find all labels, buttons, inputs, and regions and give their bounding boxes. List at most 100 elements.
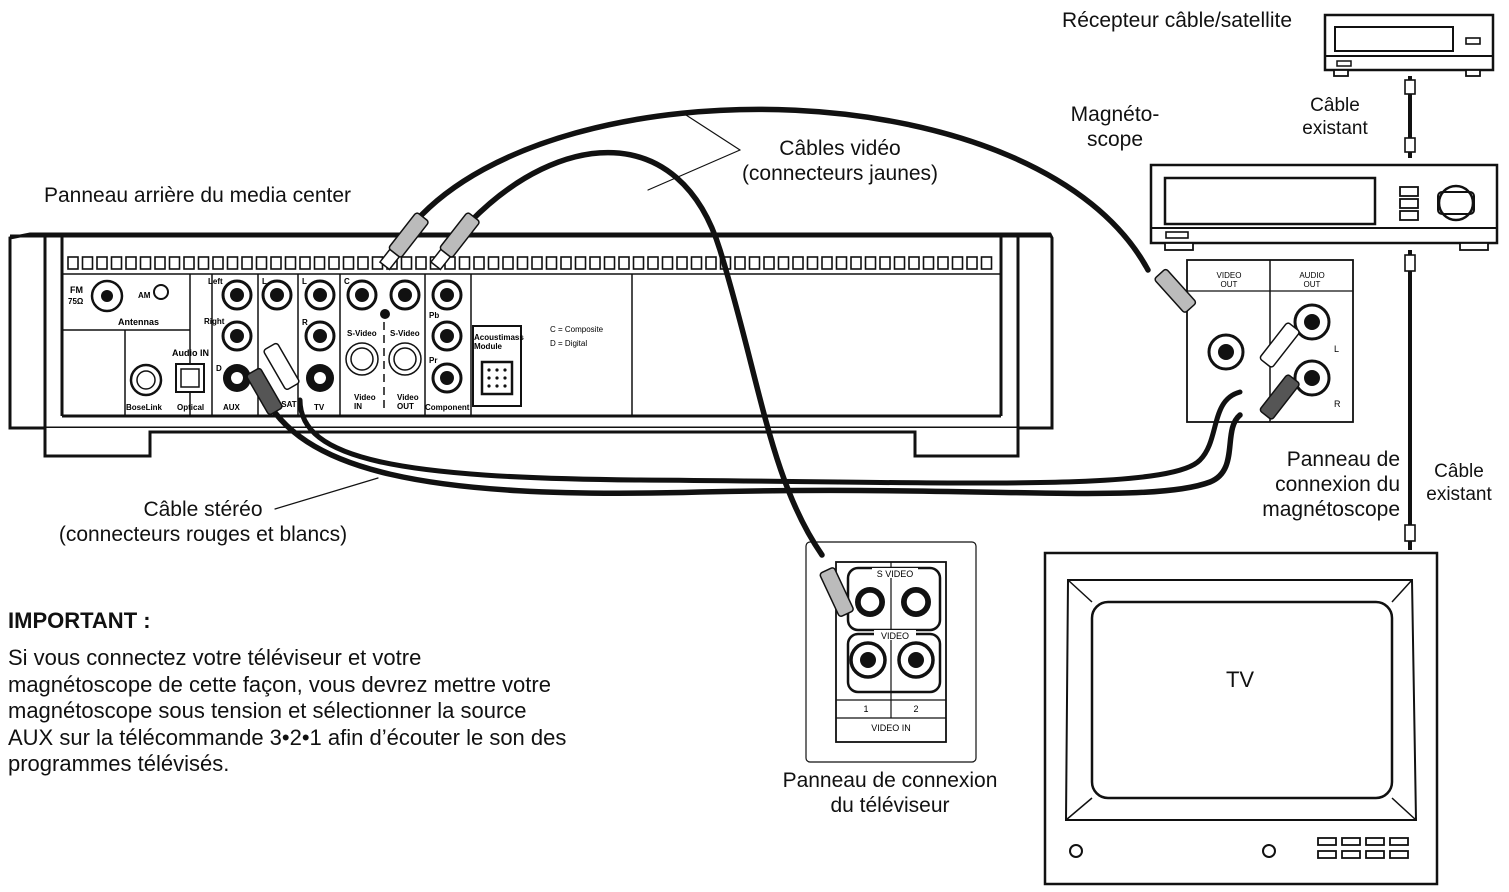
vent-slot [545,256,558,270]
fm-label: FM [70,285,83,295]
television [1043,551,1439,886]
vent-slot [212,256,224,270]
vent-slot [835,256,848,270]
svg-text:L: L [1334,344,1339,354]
existing-cable-right-label: Câble existant [1426,461,1492,505]
vent-slot [763,256,775,270]
vent-slot [342,256,355,270]
vent-slot [241,256,253,270]
vent-slot [589,256,601,270]
vent-slot [806,256,819,270]
vent-slot [328,256,340,270]
svg-text:C: C [344,277,350,286]
boselink-label: BoseLink [126,403,163,412]
vent-slot [255,256,268,270]
vent-slot [139,256,152,270]
vent-slot [850,256,862,270]
media-center-rear-label: Panneau arrière du media center [44,184,352,207]
vent-slot [502,256,514,270]
vent-slot [125,256,137,270]
svg-text:R: R [1334,399,1341,409]
vent-slot [661,256,674,270]
vent-slot [96,256,108,270]
vent-slot [516,256,529,270]
tv-input-label: TV [314,403,325,412]
vent-slot [67,256,79,270]
vent-slot [458,256,471,270]
vent-slot [226,256,239,270]
vent-slot [574,256,587,270]
vent-slot [980,256,993,270]
vent-slot [951,256,964,270]
vent-slot [81,256,94,270]
component-label: Component [425,403,470,412]
vent-slot [908,256,920,270]
svg-text:S-Video: S-Video [390,329,420,338]
svg-text:S-Video: S-Video [347,329,377,338]
vent-slot [313,256,326,270]
vent-slot [560,256,572,270]
vent-slot [284,256,297,270]
plugs [246,212,1300,617]
am-label: AM [138,291,151,300]
important-text: Si vous connectez votre téléviseur et vo… [8,645,567,776]
svg-text:2: 2 [913,704,918,714]
d-label-aux: D [216,364,222,373]
vent-slot [110,256,123,270]
vent-slot [154,256,166,270]
antennas-label: Antennas [118,317,159,327]
vent-slot [299,256,311,270]
vent-slot [893,256,906,270]
vcr-connection-panel-label: Panneau de connexion du magnétoscope [1262,448,1400,521]
vent-slot [603,256,616,270]
vent-slot [966,256,978,270]
vent-slot [357,256,369,270]
vent-slot [197,256,210,270]
vent-slot [922,256,935,270]
aux-label: AUX [223,403,241,412]
vent-slot [647,256,659,270]
vent-slot [618,256,630,270]
svg-text:Pb: Pb [429,311,439,320]
vent-slot [168,256,181,270]
media-center-rear-panel: FM 75Ω AM Antennas BoseLink Optical Audi… [8,232,1054,458]
vent-slot [937,256,949,270]
vent-slot [734,256,746,270]
tv-label: TV [1225,667,1255,692]
svg-text:1: 1 [863,704,868,714]
fm-ohm-label: 75Ω [68,297,84,306]
tv-connection-panel-label: Panneau de connexion du téléviseur [782,769,998,817]
important-title: IMPORTANT : [8,608,151,633]
vent-slot [487,256,500,270]
vcr [1149,163,1499,251]
vent-slot [821,256,833,270]
tv-svideo-label: S VIDEO [877,569,914,579]
left-label: Left [208,277,223,286]
vent-slot [676,256,688,270]
optical-label: Optical [177,403,204,412]
vent-slot [705,256,717,270]
vent-slot [400,256,413,270]
cables [259,106,1243,558]
vent-slot [415,256,427,270]
vent-slot [748,256,761,270]
svg-text:L: L [302,277,307,286]
vent-slot [473,256,485,270]
vent-slot [879,256,891,270]
video-cables-label: Câbles vidéo (connecteurs jaunes) [741,137,939,185]
tv-video-in-label: VIDEO IN [871,723,911,733]
tv-video-label: VIDEO [881,631,909,641]
stereo-cable-label: Câble stéréo (connecteurs rouges et blan… [58,498,348,546]
svg-text:R: R [302,318,308,327]
existing-cable-top-label: Câble existant [1302,95,1368,139]
cable-sat-receiver-label: Récepteur câble/satellite [1062,9,1292,32]
vent-slot [632,256,645,270]
vent-slot [690,256,703,270]
svg-text:L: L [262,277,267,286]
